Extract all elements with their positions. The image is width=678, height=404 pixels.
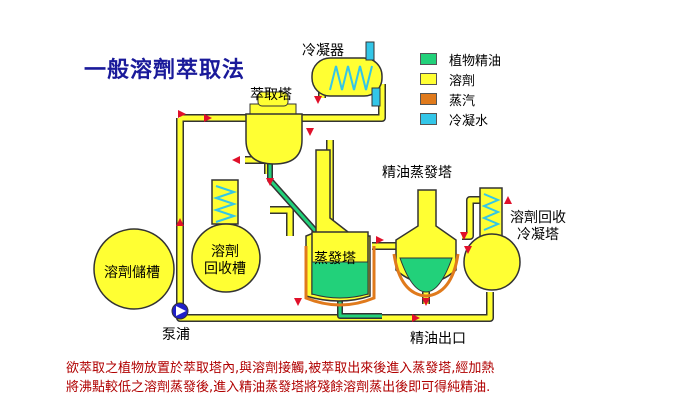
evaporator-oil-level [311, 261, 369, 299]
arrow [266, 178, 274, 186]
label-recovery-tank: 溶劑 回收槽 [204, 244, 246, 277]
legend-label: 蒸汽 [449, 93, 476, 109]
legend-swatch [420, 53, 437, 65]
condenser-coil [329, 65, 373, 91]
arrow [314, 96, 322, 104]
arrow [504, 196, 512, 204]
condenser [311, 41, 383, 107]
arrow [294, 298, 302, 306]
evaporator-steam-jacket [304, 246, 376, 307]
legend-label: 植物精油 [449, 53, 502, 69]
arrow [460, 232, 468, 240]
extraction-tower [245, 91, 303, 165]
oil-evaporator-steam-jacket [392, 253, 460, 298]
arrow [412, 314, 420, 322]
flow-arrows [176, 96, 512, 322]
label-evaporator: 蒸發塔 [314, 251, 356, 267]
caption-line-2: 將沸點較低之溶劑蒸發後,進入精油蒸發塔將殘餘溶劑蒸出後即可得純精油. [66, 380, 491, 395]
oil-evaporator-oil [399, 257, 453, 293]
legend-swatch [420, 73, 437, 85]
arrow [422, 298, 430, 306]
legend-label: 冷凝水 [449, 113, 489, 129]
arrow [306, 128, 314, 136]
legend-swatch [420, 113, 437, 125]
legend-label: 溶劑 [449, 73, 476, 89]
arrow [176, 218, 184, 226]
label-oil-evaporator: 精油蒸發塔 [382, 165, 452, 181]
diagram-title: 一般溶劑萃取法 [84, 57, 246, 83]
arrow [376, 236, 384, 244]
label-extraction-tower: 萃取塔 [250, 87, 292, 103]
arrow [464, 246, 472, 254]
recovery-condenser-right [463, 187, 521, 291]
label-pump: 泵浦 [162, 327, 190, 343]
recovery-condenser-left [211, 179, 239, 225]
legend-swatch [420, 93, 437, 105]
solvent-storage-tank [93, 228, 175, 310]
legend: 植物精油 溶劑 蒸汽 冷凝水 [420, 50, 501, 130]
legend-item-oil: 植物精油 [420, 50, 502, 69]
label-oil-outlet: 精油出口 [410, 331, 466, 347]
label-solvent-tank: 溶劑儲槽 [104, 265, 160, 281]
legend-item-solvent: 溶劑 [420, 70, 501, 89]
evaporator [304, 149, 376, 307]
caption-line-1: 欲萃取之植物放置於萃取塔內,與溶劑接觸,被萃取出來後進入蒸發塔,經加熱 [66, 361, 495, 376]
legend-item-steam: 蒸汽 [420, 90, 501, 109]
arrow [178, 110, 186, 118]
label-recovery-condenser: 溶劑回收 冷凝塔 [510, 210, 566, 243]
arrow [232, 156, 240, 164]
oil-evaporator [392, 189, 460, 298]
label-condenser: 冷凝器 [302, 43, 344, 59]
legend-item-water: 冷凝水 [420, 110, 501, 129]
arrow [204, 114, 212, 122]
pump [171, 302, 189, 320]
solvent-recovery-tank [191, 223, 261, 293]
